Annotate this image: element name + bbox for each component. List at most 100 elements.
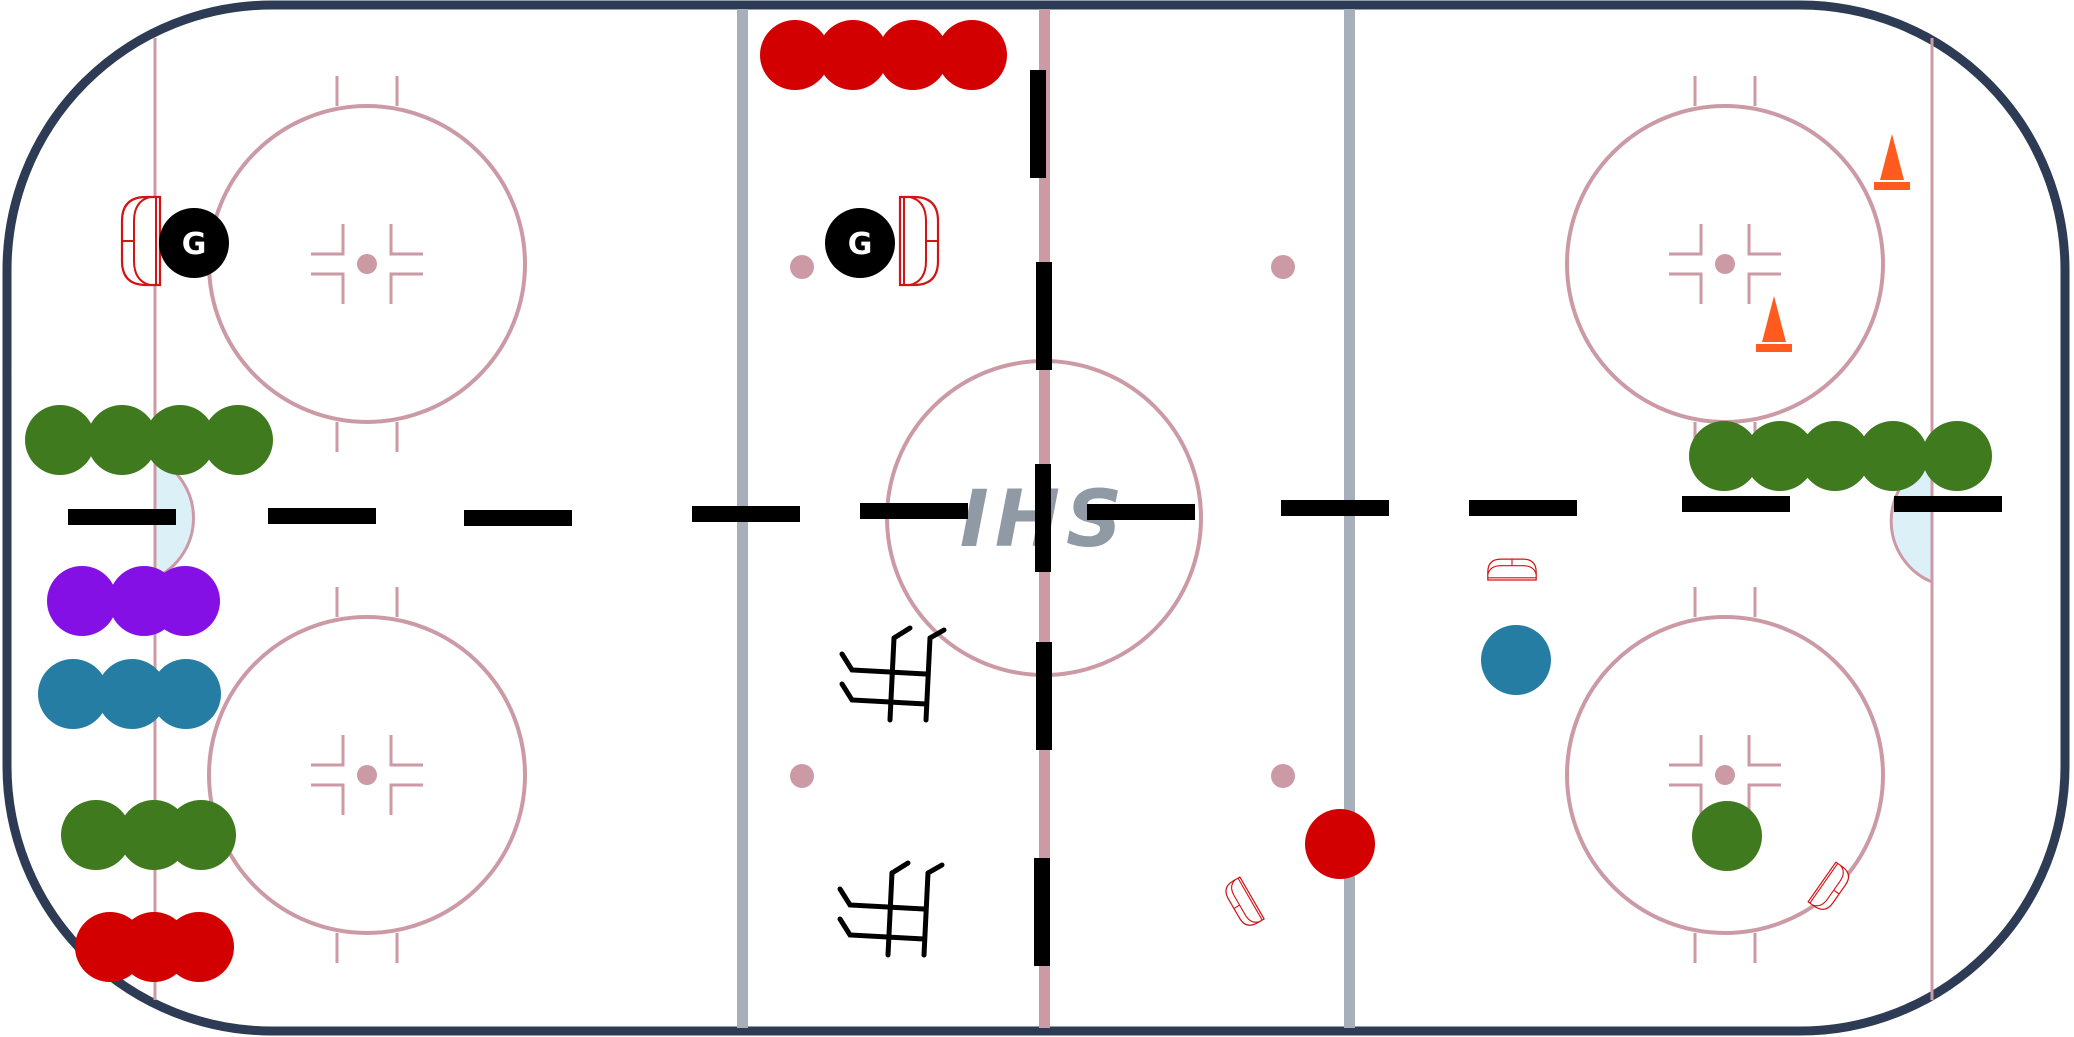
cone-body bbox=[1880, 134, 1904, 180]
net-frame bbox=[1225, 876, 1265, 926]
cone-icon bbox=[1874, 134, 1910, 190]
goalie-label: G bbox=[182, 227, 207, 262]
net-icon bbox=[1807, 861, 1850, 910]
drill-dash-horizontal bbox=[1087, 504, 1195, 520]
faceoff-l-mark bbox=[389, 272, 423, 304]
player-marker bbox=[203, 405, 273, 475]
faceoff-dot bbox=[790, 255, 814, 279]
drill-dash-horizontal bbox=[860, 503, 968, 519]
player-marker bbox=[1745, 421, 1815, 491]
player-marker bbox=[25, 405, 95, 475]
player-marker bbox=[145, 405, 215, 475]
faceoff-dot bbox=[1271, 764, 1295, 788]
faceoff-l-mark bbox=[1669, 272, 1703, 304]
drill-dash-vertical bbox=[1030, 70, 1046, 178]
faceoff-dot bbox=[1715, 254, 1735, 274]
faceoff-l-mark bbox=[389, 783, 423, 815]
faceoff-l-mark bbox=[1669, 783, 1703, 815]
nets bbox=[120, 195, 1850, 926]
neutral-zone-dots bbox=[790, 255, 1295, 788]
faceoff-dot bbox=[1715, 765, 1735, 785]
faceoff-circle bbox=[1565, 587, 1885, 963]
faceoff-l-mark bbox=[1747, 224, 1781, 256]
faceoff-circle bbox=[207, 587, 527, 963]
faceoff-l-mark bbox=[311, 224, 345, 256]
drill-dash-horizontal bbox=[68, 509, 176, 525]
faceoff-dot bbox=[1271, 255, 1295, 279]
players bbox=[25, 20, 1992, 982]
faceoff-l-mark bbox=[389, 224, 423, 256]
faceoff-circles bbox=[207, 76, 1885, 963]
blue-line-right bbox=[1344, 9, 1355, 1028]
player-marker bbox=[760, 20, 830, 90]
player-marker bbox=[937, 20, 1007, 90]
stick bbox=[837, 886, 927, 912]
player-marker bbox=[1305, 809, 1375, 879]
goalie-marker bbox=[159, 208, 229, 278]
player-marker bbox=[47, 566, 117, 636]
stick bbox=[885, 870, 895, 958]
faceoff-l-mark bbox=[1669, 735, 1703, 767]
player-marker bbox=[1800, 421, 1870, 491]
player-marker bbox=[166, 800, 236, 870]
net-icon bbox=[1225, 876, 1265, 926]
stick bbox=[839, 651, 929, 677]
cones bbox=[1756, 134, 1910, 352]
cone-base bbox=[1874, 182, 1910, 190]
goalie-label: G bbox=[848, 227, 873, 262]
stick-rack-icon bbox=[837, 860, 945, 958]
drill-dash-vertical bbox=[1034, 858, 1050, 966]
net-frame bbox=[1807, 861, 1850, 910]
player-marker bbox=[1858, 421, 1928, 491]
cone-body bbox=[1762, 296, 1786, 342]
stick bbox=[837, 916, 927, 942]
stick-blade bbox=[889, 860, 911, 876]
faceoff-l-mark bbox=[389, 735, 423, 767]
drill-dash-vertical bbox=[1036, 642, 1052, 750]
drill-dash-vertical bbox=[1035, 464, 1051, 572]
stick bbox=[887, 635, 897, 723]
faceoff-dot bbox=[357, 254, 377, 274]
stick-rack-icon bbox=[839, 625, 947, 723]
player-marker bbox=[1692, 801, 1762, 871]
drill-dash-vertical bbox=[1036, 262, 1052, 370]
net-icon bbox=[898, 195, 940, 287]
goalie-marker bbox=[825, 208, 895, 278]
net-mesh bbox=[1487, 565, 1537, 575]
net-mesh bbox=[1233, 904, 1240, 909]
faceoff-l-mark bbox=[311, 272, 345, 304]
goalie-icon: G bbox=[159, 208, 229, 278]
drill-dash-horizontal bbox=[464, 510, 572, 526]
net-mesh bbox=[1833, 889, 1840, 895]
player-marker bbox=[818, 20, 888, 90]
faceoff-dot bbox=[790, 764, 814, 788]
goalie-icon: G bbox=[825, 208, 895, 278]
faceoff-l-mark bbox=[311, 735, 345, 767]
stick-blade bbox=[925, 862, 945, 876]
net-icon bbox=[120, 195, 162, 287]
net-frame bbox=[120, 195, 162, 287]
faceoff-circle-ring bbox=[1565, 615, 1885, 935]
cone-base bbox=[1756, 344, 1792, 352]
faceoff-circle-ring bbox=[207, 615, 527, 935]
faceoff-l-mark bbox=[1747, 783, 1781, 815]
stick bbox=[839, 681, 929, 707]
net-frame bbox=[1487, 558, 1537, 581]
faceoff-l-mark bbox=[1669, 224, 1703, 256]
faceoff-l-mark bbox=[1747, 272, 1781, 304]
drill-dash-horizontal bbox=[1894, 496, 2002, 512]
player-marker bbox=[151, 659, 221, 729]
faceoff-l-mark bbox=[311, 783, 345, 815]
player-marker bbox=[61, 800, 131, 870]
player-marker bbox=[97, 659, 167, 729]
stick-blade bbox=[891, 625, 913, 641]
net-post bbox=[1237, 877, 1263, 921]
player-marker bbox=[878, 20, 948, 90]
drill-dash-horizontal bbox=[692, 506, 800, 522]
player-marker bbox=[1481, 625, 1551, 695]
net-mesh bbox=[1812, 864, 1844, 907]
net-frame bbox=[898, 195, 940, 287]
